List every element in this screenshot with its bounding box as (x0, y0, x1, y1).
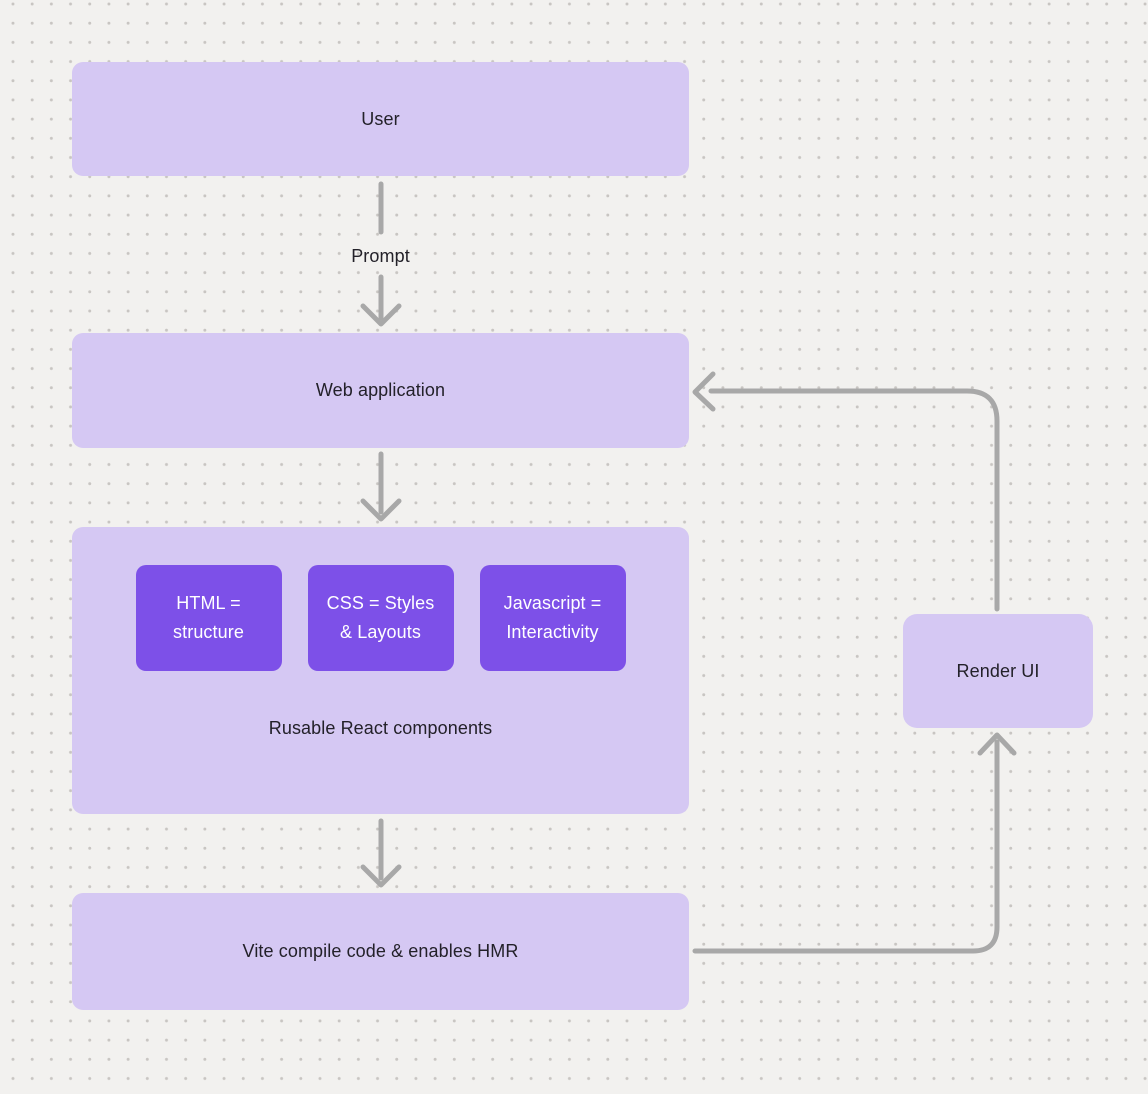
arrow-user-to-webapp-head (360, 303, 402, 327)
node-css: CSS = Styles & Layouts (307, 565, 454, 671)
node-javascript-label-line1: Javascript = (503, 593, 602, 613)
node-components-container: HTML = structure CSS = Styles & Layouts … (72, 527, 689, 814)
node-javascript: Javascript = Interactivity (479, 565, 626, 671)
arrow-components-to-vite-head (360, 864, 402, 888)
node-javascript-label-line2: Interactivity (506, 622, 599, 642)
components-caption: Rusable React components (268, 718, 493, 738)
node-web-application: Web application (72, 333, 689, 448)
arrow-webapp-to-components (360, 451, 402, 522)
arrow-renderui-to-webapp (692, 371, 1000, 612)
node-html-label-line2: structure (173, 622, 244, 642)
edge-label-prompt: Prompt (351, 246, 410, 266)
arrow-vite-to-renderui-shaft (692, 739, 1000, 954)
node-render-ui-label: Render UI (956, 660, 1040, 681)
node-html: HTML = structure (135, 565, 282, 671)
arrow-renderui-to-webapp-shaft (708, 388, 1000, 612)
node-web-application-label: Web application (315, 380, 446, 400)
node-css-label-line1: CSS = Styles (326, 593, 435, 613)
arrow-webapp-to-components-head (360, 498, 402, 522)
node-user: User (72, 62, 689, 176)
node-user-label: User (361, 108, 400, 129)
arrow-vite-to-renderui-head (977, 732, 1017, 756)
arrow-renderui-to-webapp-head (692, 371, 716, 412)
node-html-label-line1: HTML = (176, 593, 241, 613)
node-render-ui: Render UI (903, 614, 1093, 728)
node-vite: Vite compile code & enables HMR (72, 893, 689, 1010)
components-row: HTML = structure CSS = Styles & Layouts … (72, 565, 689, 671)
arrow-components-to-vite (360, 818, 402, 888)
node-css-label-line2: & Layouts (340, 622, 421, 642)
arrow-vite-to-renderui (692, 732, 1017, 954)
node-vite-label: Vite compile code & enables HMR (242, 941, 519, 961)
